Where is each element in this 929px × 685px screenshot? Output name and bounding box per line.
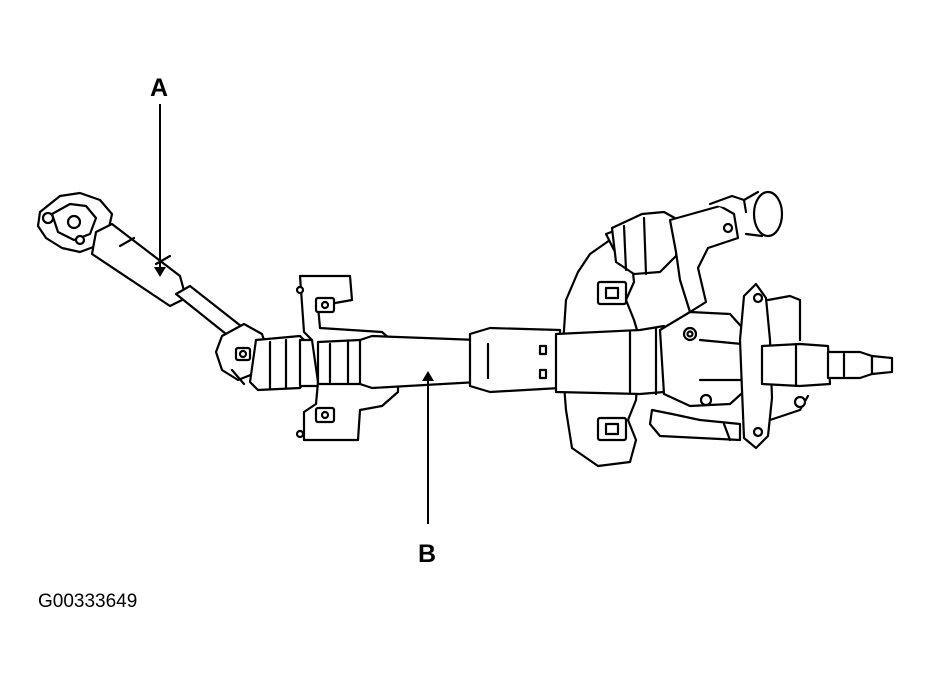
- figure-id: G00333649: [38, 591, 138, 612]
- callout-label-a: A: [150, 74, 169, 102]
- intermediate-shaft: [36, 191, 270, 386]
- column-tube: [316, 326, 562, 394]
- column-switch: [610, 190, 784, 314]
- wheel-flange: [738, 282, 810, 450]
- callout-label-b: B: [418, 540, 437, 568]
- upper-shaft: [760, 342, 894, 388]
- coupling: [248, 334, 320, 392]
